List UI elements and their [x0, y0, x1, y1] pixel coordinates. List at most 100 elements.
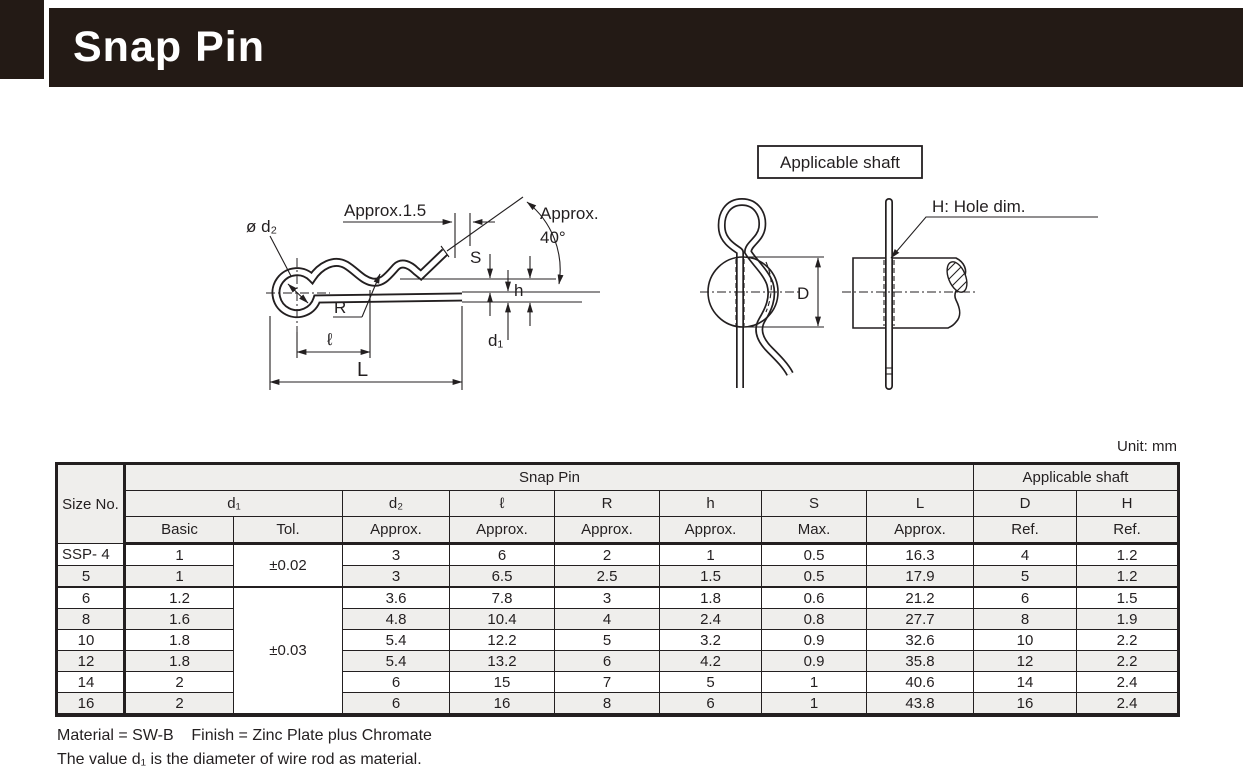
material-note: Material = SW-B Finish = Zinc Plate plus… [57, 727, 432, 744]
col-qualifier-hh: Ref. [1076, 516, 1179, 545]
col-qualifier-r: Approx. [554, 516, 660, 545]
table-qualifier-header-row: Basic Tol. Approx. Approx. Approx. Appro… [57, 516, 1179, 545]
hh-value-cell: 2.2 [1076, 650, 1179, 672]
col-header-size-no: Size No. [56, 463, 126, 544]
col-qualifier-ell: Approx. [449, 516, 555, 545]
d2-value-cell: 3 [342, 565, 450, 588]
s-value-cell: 0.9 [761, 629, 867, 651]
hh-value-cell: 1.9 [1076, 608, 1179, 630]
hh-value-cell: 2.2 [1076, 629, 1179, 651]
d-value-cell: 6 [973, 586, 1077, 609]
tolerance-cell: ±0.02 [233, 543, 343, 588]
l-value-cell: 21.2 [866, 586, 974, 609]
h-value-cell: 5 [659, 671, 762, 693]
d2-value-cell: 6 [342, 692, 450, 716]
dim-label-angle: 40° [540, 228, 566, 247]
dim-label-h: h [514, 281, 523, 300]
size-no-cell: 10 [56, 629, 126, 651]
d2-value-cell: 4.8 [342, 608, 450, 630]
dim-label-d2: ø d₂ [246, 217, 277, 236]
applicable-shaft-view: Applicable shaft D [700, 145, 1098, 390]
ell-value-cell: 7.8 [449, 586, 555, 609]
dim-label-s: S [470, 248, 481, 267]
col-header-s: S [761, 490, 867, 517]
col-qualifier-d: Ref. [973, 516, 1077, 545]
col-header-hh: H [1076, 490, 1179, 517]
spec-table: Size No. Snap Pin Applicable shaft d₁ d₂… [55, 462, 1180, 717]
d-value-cell: 8 [973, 608, 1077, 630]
r-value-cell: 5 [554, 629, 660, 651]
group-header-applicable-shaft: Applicable shaft [973, 463, 1179, 491]
d-value-cell: 10 [973, 629, 1077, 651]
dim-label-ell: ℓ [326, 330, 333, 349]
col-header-h: h [659, 490, 762, 517]
r-value-cell: 4 [554, 608, 660, 630]
wire-rod-note: The value d₁ is the diameter of wire rod… [57, 751, 422, 768]
r-value-cell: 3 [554, 586, 660, 609]
header-bar: Snap Pin [49, 8, 1243, 87]
col-qualifier-basic: Basic [124, 516, 234, 545]
dim-label-d1: d₁ [488, 331, 503, 350]
d2-value-cell: 5.4 [342, 650, 450, 672]
size-no-cell: 5 [56, 565, 126, 588]
size-no-cell: 8 [56, 608, 126, 630]
col-header-d1: d₁ [124, 490, 343, 517]
d1-basic-cell: 1.8 [124, 650, 234, 672]
page-title: Snap Pin [73, 23, 265, 71]
h-value-cell: 4.2 [659, 650, 762, 672]
ell-value-cell: 6 [449, 543, 555, 566]
s-value-cell: 0.5 [761, 543, 867, 566]
col-qualifier-d2: Approx. [342, 516, 450, 545]
col-qualifier-s: Max. [761, 516, 867, 545]
s-value-cell: 0.6 [761, 586, 867, 609]
d1-basic-cell: 1.2 [124, 586, 234, 609]
applicable-shaft-label: Applicable shaft [780, 153, 900, 172]
s-value-cell: 0.5 [761, 565, 867, 588]
s-value-cell: 0.8 [761, 608, 867, 630]
l-value-cell: 35.8 [866, 650, 974, 672]
d-value-cell: 16 [973, 692, 1077, 716]
d2-value-cell: 5.4 [342, 629, 450, 651]
ell-value-cell: 6.5 [449, 565, 555, 588]
ell-value-cell: 10.4 [449, 608, 555, 630]
h-value-cell: 1.8 [659, 586, 762, 609]
col-header-l: L [866, 490, 974, 517]
dim-label-approx15: Approx.1.5 [344, 201, 426, 220]
h-value-cell: 2.4 [659, 608, 762, 630]
d-value-cell: 14 [973, 671, 1077, 693]
d-value-cell: 12 [973, 650, 1077, 672]
hole-dim-label: H: Hole dim. [932, 197, 1026, 216]
col-header-d2: d₂ [342, 490, 450, 517]
ell-value-cell: 13.2 [449, 650, 555, 672]
hh-value-cell: 2.4 [1076, 692, 1179, 716]
l-value-cell: 27.7 [866, 608, 974, 630]
group-header-snap-pin: Snap Pin [124, 463, 974, 491]
dim-label-approx: Approx. [540, 204, 599, 223]
table-symbol-header-row: d₁ d₂ ℓ R h S L D H [57, 490, 1179, 517]
r-value-cell: 7 [554, 671, 660, 693]
d2-value-cell: 3.6 [342, 586, 450, 609]
col-qualifier-l: Approx. [866, 516, 974, 545]
table-group-header-row: Size No. Snap Pin Applicable shaft [56, 463, 1179, 544]
d-value-cell: 4 [973, 543, 1077, 566]
size-no-cell: 6 [56, 586, 126, 609]
l-value-cell: 16.3 [866, 543, 974, 566]
size-no-cell: 12 [56, 650, 126, 672]
d1-basic-cell: 1 [124, 565, 234, 588]
r-value-cell: 2.5 [554, 565, 660, 588]
d1-basic-cell: 1.6 [124, 608, 234, 630]
hh-value-cell: 1.2 [1076, 543, 1179, 566]
ell-value-cell: 16 [449, 692, 555, 716]
h-value-cell: 1 [659, 543, 762, 566]
hh-value-cell: 2.4 [1076, 671, 1179, 693]
d1-basic-cell: 2 [124, 671, 234, 693]
l-value-cell: 40.6 [866, 671, 974, 693]
col-header-r: R [554, 490, 660, 517]
